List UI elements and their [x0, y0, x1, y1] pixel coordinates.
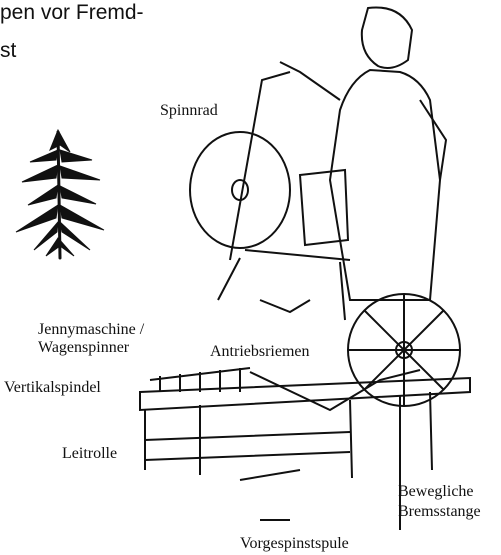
- cannabis-plant-icon: [16, 130, 104, 258]
- spinning-wheel-woman-figure: [190, 7, 446, 320]
- label-bremsstange: Bremsstange: [398, 504, 481, 521]
- label-jennymaschine: Jennymaschine /: [38, 322, 144, 339]
- label-wagenspinner: Wagenspinner: [38, 340, 129, 357]
- label-antriebsriemen: Antriebsriemen: [210, 344, 310, 361]
- label-bewegliche: Bewegliche: [398, 484, 474, 501]
- label-vertikalspindel: Vertikalspindel: [4, 380, 101, 397]
- label-leitrolle: Leitrolle: [62, 446, 117, 463]
- label-spinnrad: Spinnrad: [160, 103, 218, 120]
- label-vorgespinstspule: Vorgespinstspule: [240, 536, 349, 553]
